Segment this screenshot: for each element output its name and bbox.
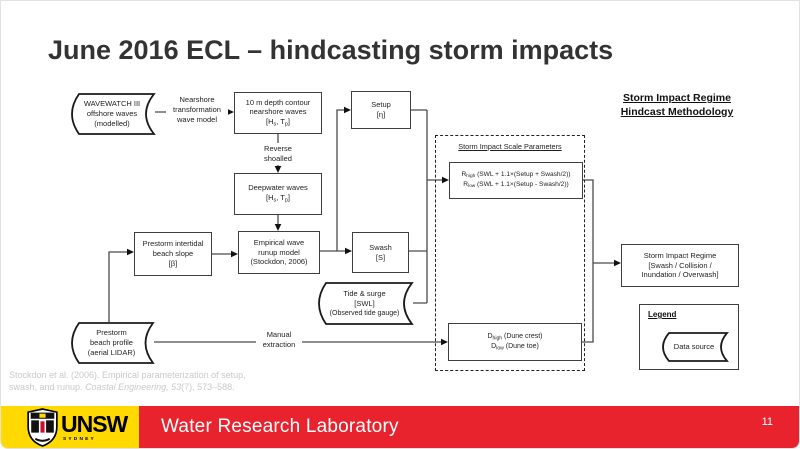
storm-impact-scale-parameters-group bbox=[435, 135, 585, 371]
edge-label-line: wave model bbox=[176, 114, 218, 124]
box-setup: Setup [η] bbox=[351, 91, 411, 129]
datasource-profile-line: (aerial LIDAR) bbox=[87, 347, 136, 357]
citation-line1: Stockdon et al. (2006). Empirical parame… bbox=[9, 370, 246, 380]
arrowhead-runup-left bbox=[231, 250, 238, 258]
citation: Stockdon et al. (2006). Empirical parame… bbox=[9, 370, 246, 393]
legend-datasource-sample: Data source bbox=[660, 332, 729, 362]
edge-label-line: Reverse bbox=[264, 144, 292, 153]
box-line: (Stockdon, 2006) bbox=[250, 257, 308, 267]
arrowheads bbox=[127, 106, 621, 346]
unsw-brand-text: UNSW bbox=[61, 411, 128, 437]
arrowhead-setup bbox=[344, 106, 351, 114]
legend-title: Legend bbox=[648, 310, 677, 319]
edge-label-line: Nearshore bbox=[179, 95, 215, 104]
box-storm-impact-regime: Storm Impact Regime [Swash / Collision /… bbox=[621, 244, 739, 287]
datasource-tide-line: Tide & surge bbox=[343, 289, 386, 299]
connector-params-to-regime bbox=[582, 179, 617, 343]
lab-name: Water Research Laboratory bbox=[161, 416, 399, 437]
datasource-wavewatch: WAVEWATCH III offshore waves (modelled) bbox=[69, 93, 156, 135]
edge-label-line: shoalled bbox=[264, 153, 292, 163]
box-runup-model: Empirical wave runup model (Stockdon, 20… bbox=[238, 231, 320, 274]
arrowhead-deepwater bbox=[274, 166, 282, 173]
datasource-wavewatch-line: WAVEWATCH III bbox=[83, 99, 141, 109]
box-swash: Swash [S] bbox=[352, 232, 409, 273]
arrowhead-dbox bbox=[441, 338, 448, 346]
box-line: [Swash / Collision / bbox=[648, 260, 712, 270]
unsw-crest-icon bbox=[27, 408, 58, 447]
box-line-hs-tp: [Hs, Tp] bbox=[266, 193, 290, 204]
unsw-logo-block: UNSW SYDNEY bbox=[1, 406, 139, 448]
stored-data-shape bbox=[318, 282, 414, 325]
box-line: Storm Impact Regime bbox=[643, 250, 717, 260]
datasource-tide-line: [SWL] bbox=[354, 298, 375, 308]
box-line: Setup bbox=[371, 100, 391, 110]
box-line: runup model bbox=[258, 247, 300, 257]
stored-data-shape bbox=[71, 93, 156, 135]
edge-label-manual-extraction: Manual extraction bbox=[256, 329, 302, 351]
box-nearshore-waves: 10 m depth contour nearshore waves [Hs, … bbox=[234, 92, 322, 134]
edge-label-nearshore-transformation: Nearshore transformation wave model bbox=[166, 94, 228, 126]
arrowhead-regime bbox=[614, 259, 621, 267]
datasource-profile-line: beach profile bbox=[90, 338, 133, 348]
datasource-tide-surge: Tide & surge [SWL] (Observed tide gauge) bbox=[316, 282, 414, 325]
datasource-wavewatch-line: (modelled) bbox=[94, 118, 130, 128]
box-line: Prestorm intertidal bbox=[142, 239, 204, 249]
edge-label-line: extraction bbox=[262, 339, 296, 349]
edge-label-line: transformation bbox=[173, 104, 221, 114]
datasource-wavewatch-line: offshore waves bbox=[86, 109, 138, 119]
box-line: beach slope bbox=[152, 249, 194, 259]
box-runup-levels: Rhigh (SWL + 1.1×(Setup + Swash/2)) Rlow… bbox=[449, 162, 583, 199]
box-line: [β] bbox=[168, 258, 178, 268]
legend: Legend Data source bbox=[639, 304, 739, 370]
box-line: Empirical wave bbox=[253, 237, 305, 247]
arrowhead-runup-top bbox=[274, 224, 282, 231]
dlow-label: Dlow (Dune toe) bbox=[491, 343, 539, 352]
box-line: Swash bbox=[369, 242, 392, 252]
datasource-profile-line: Prestorm bbox=[96, 328, 127, 338]
rlow-equation: Rlow (SWL + 1.1×(Setup - Swash/2)) bbox=[463, 180, 569, 189]
storm-impact-scale-parameters-title: Storm Impact Scale Parameters bbox=[458, 142, 562, 151]
footer-bar: UNSW SYDNEY Water Research Laboratory 11 bbox=[1, 406, 799, 448]
box-line: Inundation / Overwash] bbox=[641, 270, 719, 280]
arrowhead-slope bbox=[127, 248, 134, 256]
box-line-hs-tp: [Hs, Tp] bbox=[266, 117, 290, 128]
arrowhead-rbox bbox=[442, 176, 449, 184]
connector-profile-to-slope bbox=[108, 251, 130, 322]
arrowhead-swash bbox=[345, 247, 352, 255]
datasource-beach-profile: Prestorm beach profile (aerial LIDAR) bbox=[69, 322, 155, 364]
connector-branch-to-setup bbox=[336, 109, 347, 251]
box-line: [η] bbox=[376, 110, 386, 119]
box-deepwater-waves: Deepwater waves [Hs, Tp] bbox=[234, 173, 322, 215]
stored-data-shape bbox=[662, 332, 729, 362]
datasource-tide-line: (Observed tide gauge) bbox=[329, 309, 400, 317]
edge-label-reverse-shoalled: Reverse shoalled bbox=[253, 143, 303, 165]
stored-data-shape bbox=[71, 322, 155, 364]
box-line: 10 m depth contour bbox=[245, 97, 311, 107]
box-beach-slope: Prestorm intertidal beach slope [β] bbox=[134, 232, 212, 276]
unsw-wordmark: UNSW SYDNEY bbox=[61, 411, 128, 443]
rhigh-equation: Rhigh (SWL + 1.1×(Setup + Swash/2)) bbox=[461, 171, 571, 180]
slide-title: June 2016 ECL – hindcasting storm impact… bbox=[48, 35, 614, 65]
unsw-sydney-text: SYDNEY bbox=[63, 437, 96, 442]
dhigh-label: Dhigh (Dune crest) bbox=[487, 333, 543, 342]
methodology-header: Storm Impact Regime Hindcast Methodology bbox=[601, 92, 753, 119]
flowchart-connectors bbox=[108, 106, 621, 346]
page-number: 11 bbox=[761, 416, 773, 428]
legend-datasource-label: Data source bbox=[673, 342, 715, 352]
box-line: Deepwater waves bbox=[248, 183, 308, 193]
box-line: nearshore waves bbox=[249, 107, 307, 117]
citation-line2: swash, and runup. Coastal Engineering, 5… bbox=[9, 381, 235, 392]
box-line: [S] bbox=[375, 252, 386, 262]
edge-label-line: Manual bbox=[266, 330, 292, 339]
arrowhead-contour bbox=[227, 108, 234, 116]
lab-banner: Water Research Laboratory 11 bbox=[139, 406, 799, 448]
methodology-header-line: Hindcast Methodology bbox=[620, 105, 734, 118]
methodology-header-line: Storm Impact Regime bbox=[623, 92, 731, 104]
connector-bus-to-rbox bbox=[409, 109, 445, 304]
box-dune-levels: Dhigh (Dune crest) Dlow (Dune toe) bbox=[448, 323, 582, 361]
